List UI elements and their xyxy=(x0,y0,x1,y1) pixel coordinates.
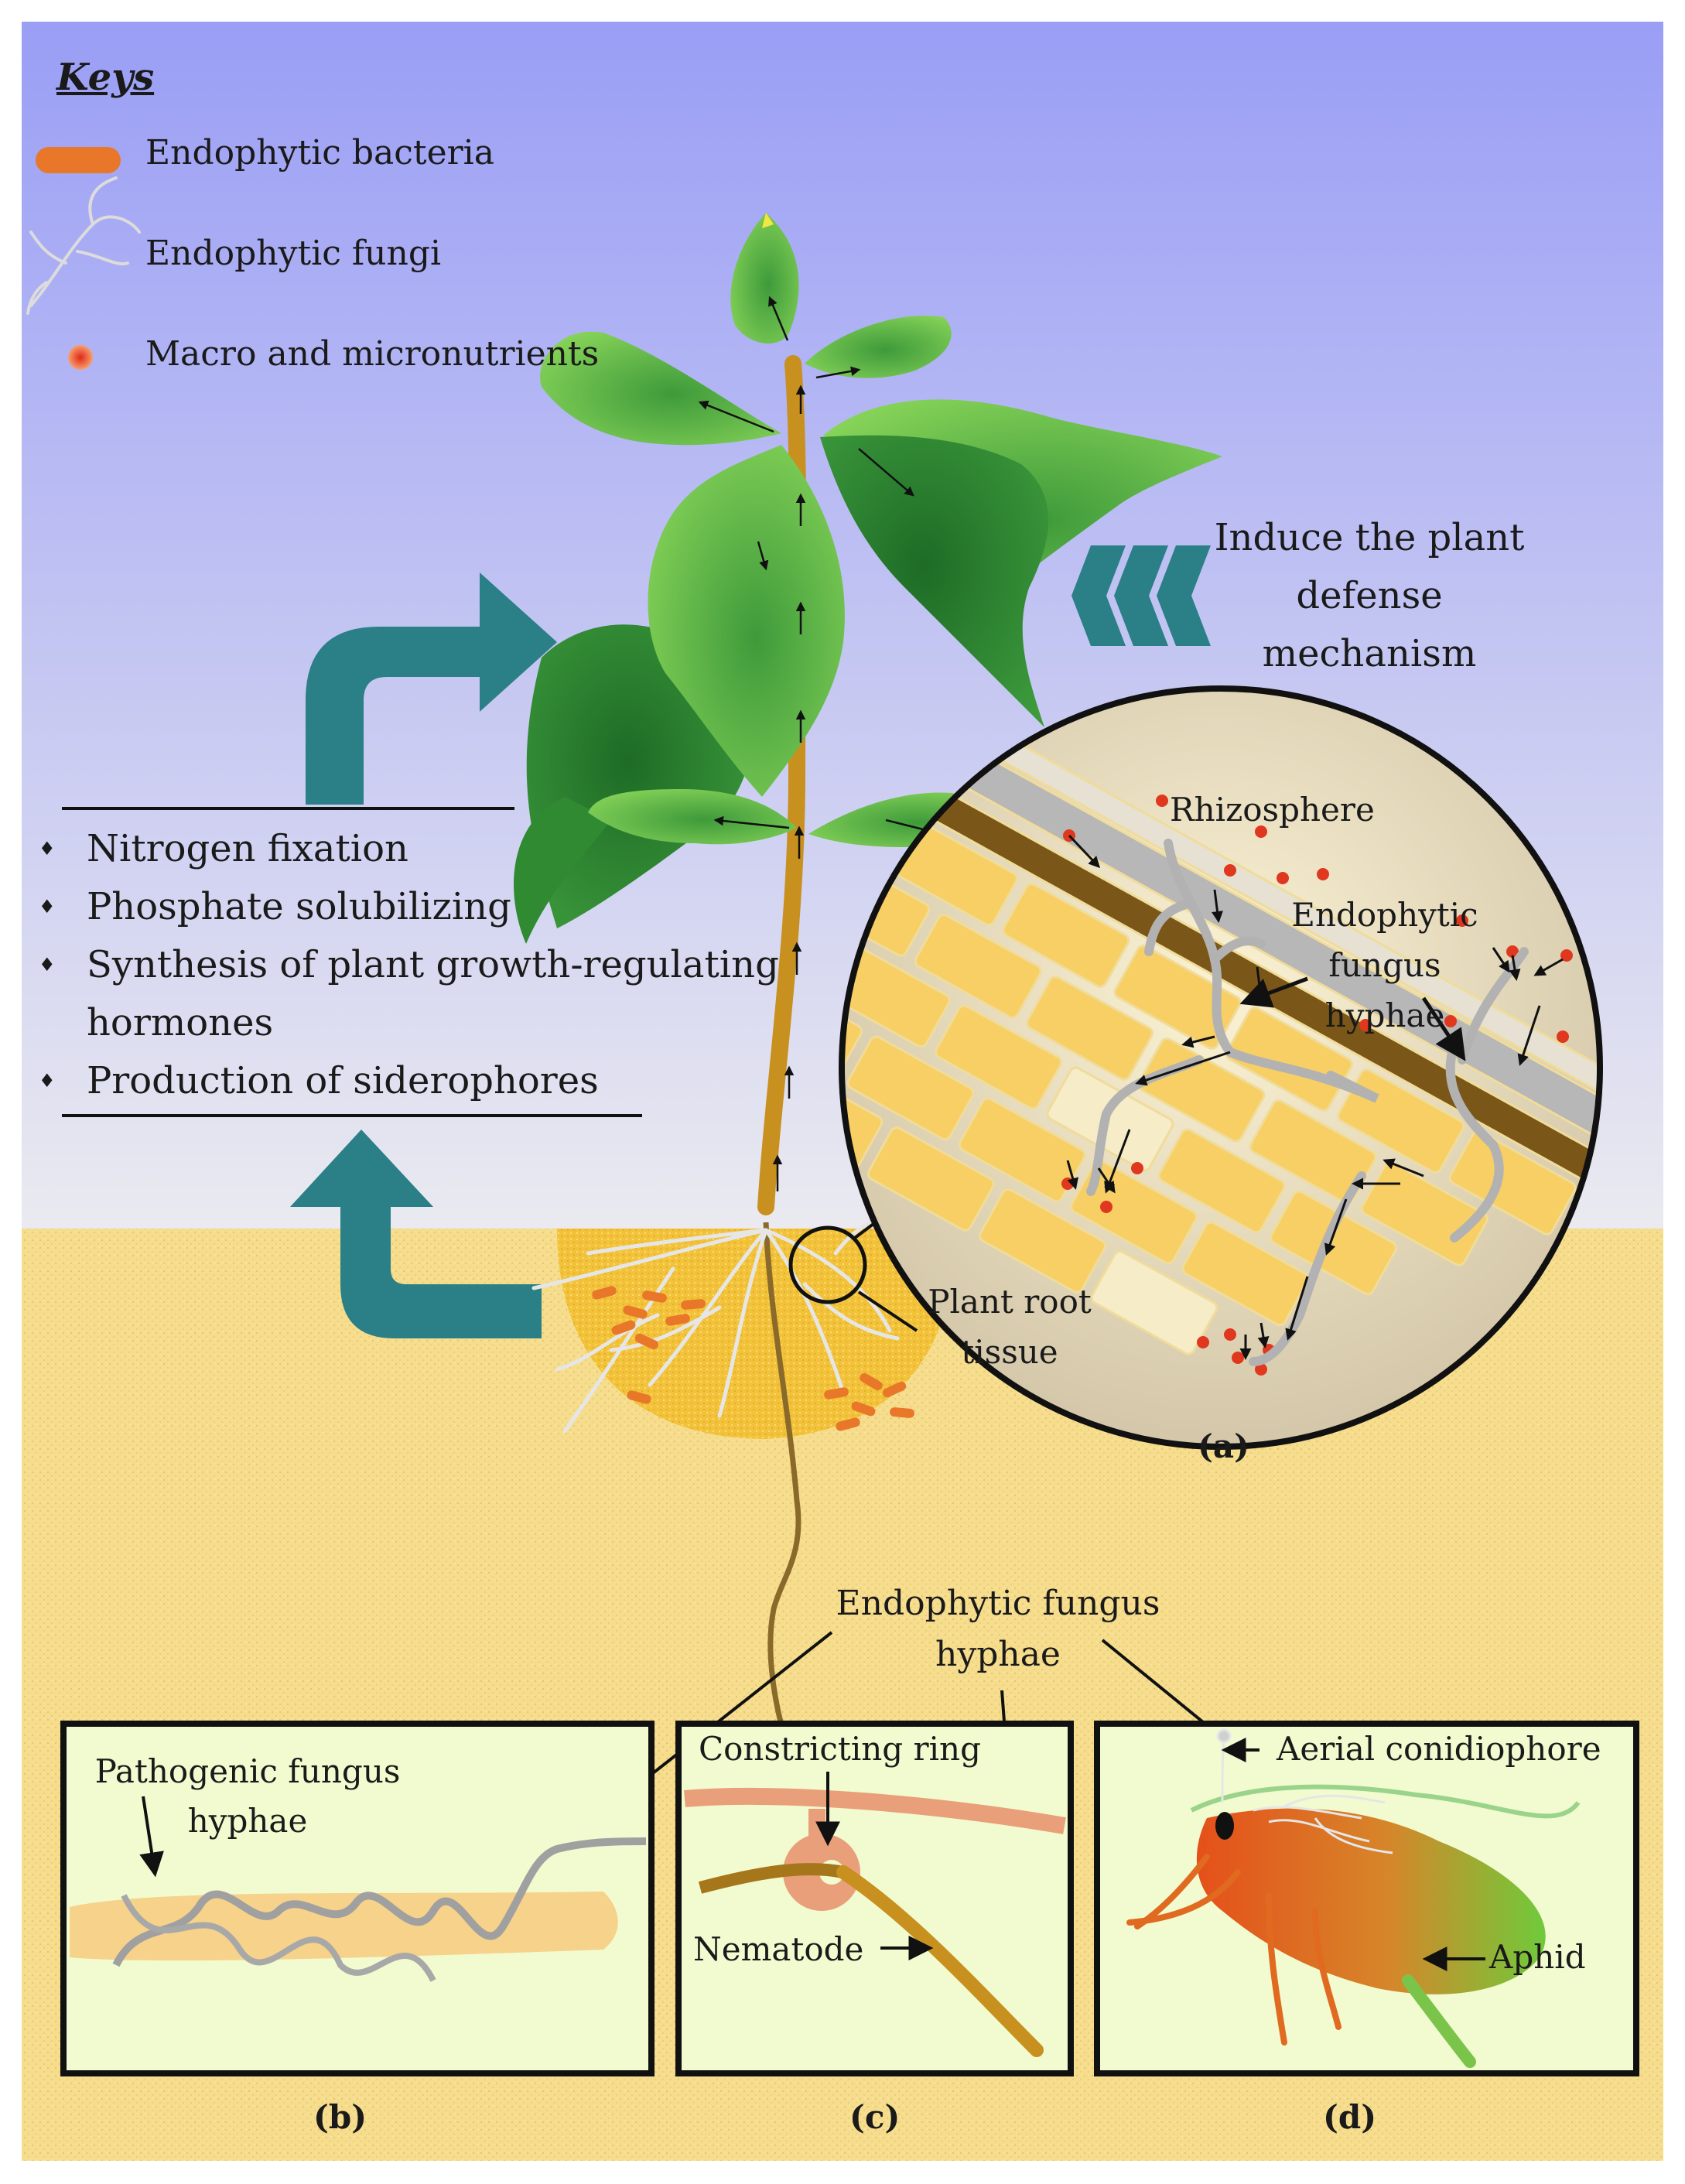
bullet-icon: ♦ xyxy=(39,838,56,860)
pathogen-line: Pathogenic fungus xyxy=(94,1752,401,1790)
rhizosphere-label: Rhizosphere xyxy=(1170,791,1375,829)
main-root xyxy=(763,1222,801,1726)
uptake-arrow-left-up xyxy=(290,1130,542,1338)
key-label-bacteria: Endophytic bacteria xyxy=(145,133,494,173)
benefit-item: ♦ Production of siderophores xyxy=(39,1052,779,1110)
constricting-ring-label: Constricting ring xyxy=(699,1730,981,1768)
bullet-icon: ♦ xyxy=(39,1070,56,1092)
panel-a-caption: (a) xyxy=(1198,1427,1249,1465)
benefit-line: Synthesis of plant growth-regulating xyxy=(87,943,779,986)
aerial-conidiophores xyxy=(1216,1728,1393,1854)
defense-chevrons xyxy=(1071,545,1211,646)
nematode-label: Nematode xyxy=(693,1930,864,1968)
tissue-line: tissue xyxy=(961,1333,1058,1371)
leaf xyxy=(540,331,781,446)
pathogen-arrow xyxy=(139,1796,164,1878)
panel-b xyxy=(60,1721,655,2076)
panel-a-arrows xyxy=(1066,834,1564,1360)
host-hypha xyxy=(70,1892,618,1961)
bullet-icon: ♦ xyxy=(39,896,56,918)
leaf xyxy=(588,789,797,845)
growth-arrow-up-right xyxy=(306,572,557,805)
benefit-text: Production of siderophores xyxy=(87,1059,599,1102)
defense-line: defense xyxy=(1296,574,1443,617)
aphid-label: Aphid xyxy=(1489,1938,1586,1976)
key-label-nutrients: Macro and micronutrients xyxy=(145,334,600,374)
tissue-line: Plant root xyxy=(928,1283,1092,1321)
panel-a-hyphae-label: Endophytic fungus hyphae xyxy=(1269,890,1501,1041)
rhizosphere-nutrients xyxy=(1061,795,1573,1376)
panel-c-caption: (c) xyxy=(849,2098,901,2136)
panel-a xyxy=(839,685,1603,1450)
benefits-list: ♦ Nitrogen fixation ♦ Phosphate solubili… xyxy=(39,820,779,1110)
magnifier-line xyxy=(857,1290,918,1332)
leaf xyxy=(514,797,611,944)
leaf xyxy=(820,435,1048,727)
plant-root-tissue-label: Plant root tissue xyxy=(917,1277,1102,1377)
lower-hyphae-callout: Endophytic fungus hyphae xyxy=(805,1578,1191,1680)
key-icons xyxy=(26,147,141,370)
benefit-text: Nitrogen fixation xyxy=(87,827,408,870)
hyphae-line: Endophytic xyxy=(1291,896,1478,934)
magnifier-ring xyxy=(788,1225,867,1304)
nutrient-icon xyxy=(68,345,93,370)
bacteria-icon xyxy=(36,147,121,173)
defense-label: Induce the plant defense mechanism xyxy=(1207,509,1532,683)
endophytic-hypha-coil xyxy=(112,1837,647,1967)
fungi-icon xyxy=(26,176,141,315)
pathogen-line: hyphae xyxy=(187,1802,308,1840)
benefit-text: Phosphate solubilizing xyxy=(87,885,511,928)
conidiophore-label: Aerial conidiophore xyxy=(1277,1730,1601,1768)
endophytic-hyphae xyxy=(1086,839,1529,1366)
callout-line: Endophytic fungus xyxy=(836,1584,1160,1623)
aphid-body xyxy=(1196,1808,1546,1994)
leaf xyxy=(648,445,845,797)
pathogen-label: Pathogenic fungus hyphae xyxy=(77,1747,418,1846)
hyphae-line: fungus xyxy=(1328,946,1441,984)
fungal-hypha xyxy=(684,1787,1066,1834)
aphid-legs xyxy=(1126,1854,1342,2046)
plant xyxy=(514,213,1222,1215)
panel-d xyxy=(1094,1721,1639,2076)
benefit-text: Synthesis of plant growth-regulating hor… xyxy=(87,936,779,1052)
nematode-body xyxy=(698,1863,845,1894)
bullet-icon: ♦ xyxy=(39,954,56,976)
root-zone xyxy=(531,1215,953,1726)
defense-line: Induce the plant xyxy=(1214,516,1525,559)
panel-c xyxy=(675,1721,1074,2076)
keys-title: Keys xyxy=(56,56,155,99)
callout-line: hyphae xyxy=(935,1635,1061,1674)
panel-d-caption: (d) xyxy=(1323,2098,1377,2136)
bacteria-cluster xyxy=(592,1286,914,1431)
hyphae-label-arrows xyxy=(1239,976,1466,1061)
benefit-item: ♦ Phosphate solubilizing xyxy=(39,878,779,936)
hyphae-line: hyphae xyxy=(1324,996,1445,1034)
benefit-item: ♦ Synthesis of plant growth-regulating h… xyxy=(39,936,779,1052)
panel-b-caption: (b) xyxy=(313,2098,367,2136)
leaf xyxy=(730,213,799,343)
benefit-line: hormones xyxy=(87,1001,274,1044)
benefit-item: ♦ Nitrogen fixation xyxy=(39,820,779,878)
leaf xyxy=(805,316,952,378)
key-label-fungi: Endophytic fungi xyxy=(145,234,442,273)
defense-line: mechanism xyxy=(1262,632,1477,675)
panel-a-border xyxy=(839,685,1603,1450)
